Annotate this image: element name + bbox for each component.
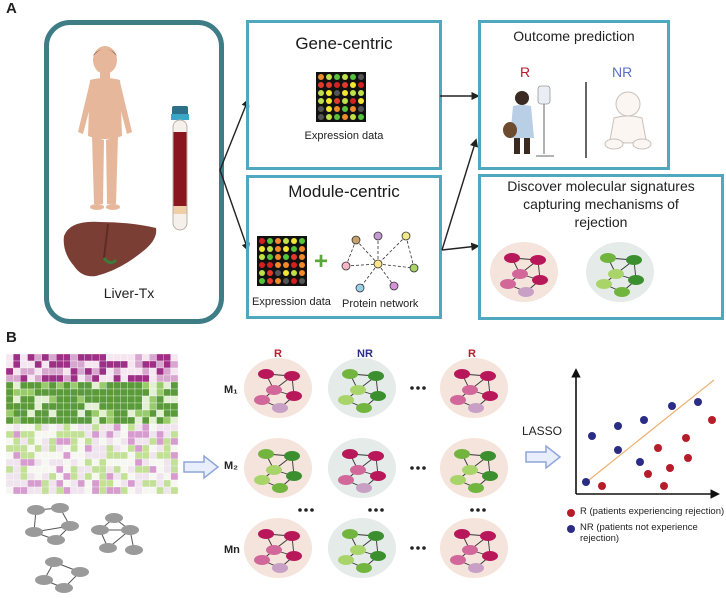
- discover-title-line3: rejection: [574, 214, 628, 230]
- module-matrix: [244, 358, 508, 578]
- liver-arrows: [219, 98, 250, 252]
- child-figure-illustration: [78, 46, 132, 210]
- discover-modules: [490, 242, 654, 302]
- divider-line: [585, 82, 587, 158]
- outcome-prediction-title: Outcome prediction: [513, 28, 635, 44]
- classification-scatter: [571, 368, 720, 499]
- block-arrow-1: [183, 454, 220, 480]
- module-centric-box: [246, 175, 442, 319]
- expression-heatmap: [6, 354, 178, 494]
- lasso-label: LASSO: [522, 424, 563, 438]
- module-expression-grid: [257, 236, 307, 286]
- outcome-r-label: R: [520, 64, 531, 80]
- row-label-m2: M₂: [224, 460, 239, 472]
- outcome-nr-label: NR: [612, 64, 633, 80]
- protein-network-caption: Protein network: [342, 298, 419, 310]
- panel-b-letter: B: [6, 329, 17, 346]
- gene-centric-box: [246, 20, 442, 170]
- plus-sign: +: [314, 248, 329, 275]
- gene-expression-grid: [316, 72, 366, 122]
- module-centric-title: Module-centric: [288, 182, 400, 201]
- blood-tube-illustration: [171, 106, 189, 231]
- discover-title-line2: capturing mechanisms of: [523, 196, 679, 212]
- row-label-mn: Mn: [224, 544, 240, 556]
- row-label-m1: M₁: [224, 384, 238, 396]
- patient-with-iv-illustration: [503, 85, 554, 157]
- legend-r-dot: [567, 509, 575, 517]
- block-arrow-2: [525, 444, 562, 470]
- discover-title-line1: Discover molecular signatures: [507, 178, 695, 194]
- liver-tx-label: Liver-Tx: [103, 285, 155, 301]
- gene-centric-title: Gene-centric: [295, 34, 393, 53]
- col-header-r1: R: [274, 348, 282, 360]
- outcome-prediction-box: [478, 20, 670, 170]
- legend-nr-dot: [567, 525, 575, 533]
- module-expression-caption: Expression data: [252, 296, 331, 308]
- discover-signatures-box: [478, 174, 724, 320]
- liver-tx-box: [44, 20, 224, 324]
- liver-illustration: [63, 221, 157, 277]
- legend-r-label: R (patients experiencing rejection): [580, 506, 725, 517]
- baby-illustration: [604, 91, 652, 150]
- col-header-nr: NR: [357, 348, 373, 360]
- grey-network-examples: [25, 503, 143, 593]
- panel-a-letter: A: [6, 0, 17, 17]
- legend-nr-label: NR (patients not experience rejection): [580, 522, 698, 544]
- protein-network-diagram: [341, 231, 419, 293]
- center-arrows: [440, 91, 480, 251]
- gene-expression-caption: Expression data: [304, 130, 384, 142]
- col-header-r2: R: [468, 348, 476, 360]
